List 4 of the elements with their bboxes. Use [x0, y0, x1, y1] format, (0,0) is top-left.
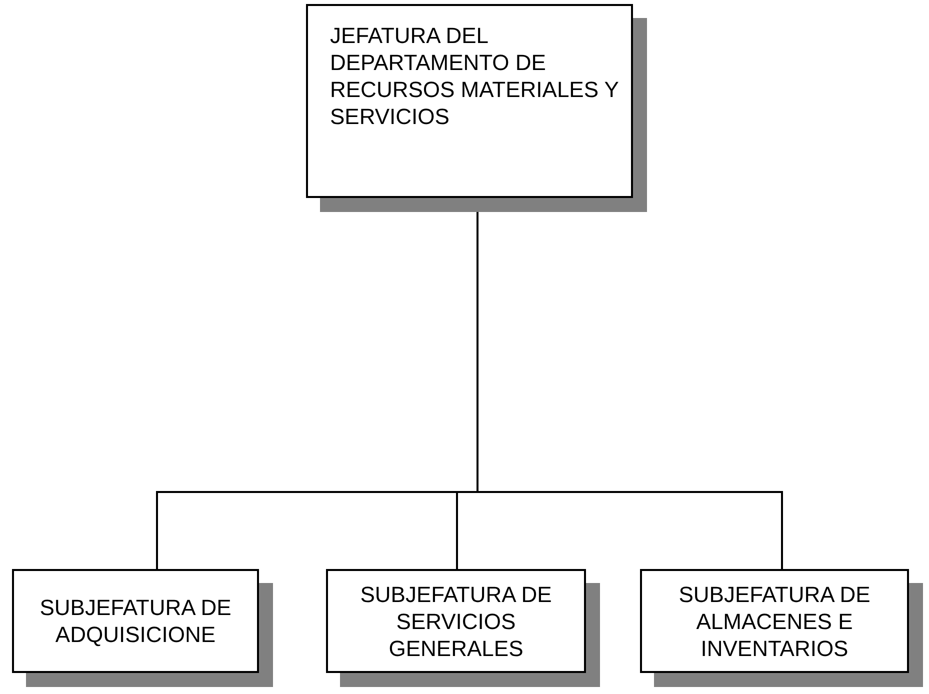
box-label: SUBJEFATURA DE ALMACENES E INVENTARIOS: [678, 580, 872, 662]
box-label: SUBJEFATURA DE SERVICIOS GENERALES: [359, 580, 553, 662]
box-label: JEFATURA DEL DEPARTAMENTO DE RECURSOS MATERIALES Y SERVICIOS: [330, 22, 619, 130]
box-label: SUBJEFATURA DE ADQUISICIONE: [38, 594, 232, 648]
